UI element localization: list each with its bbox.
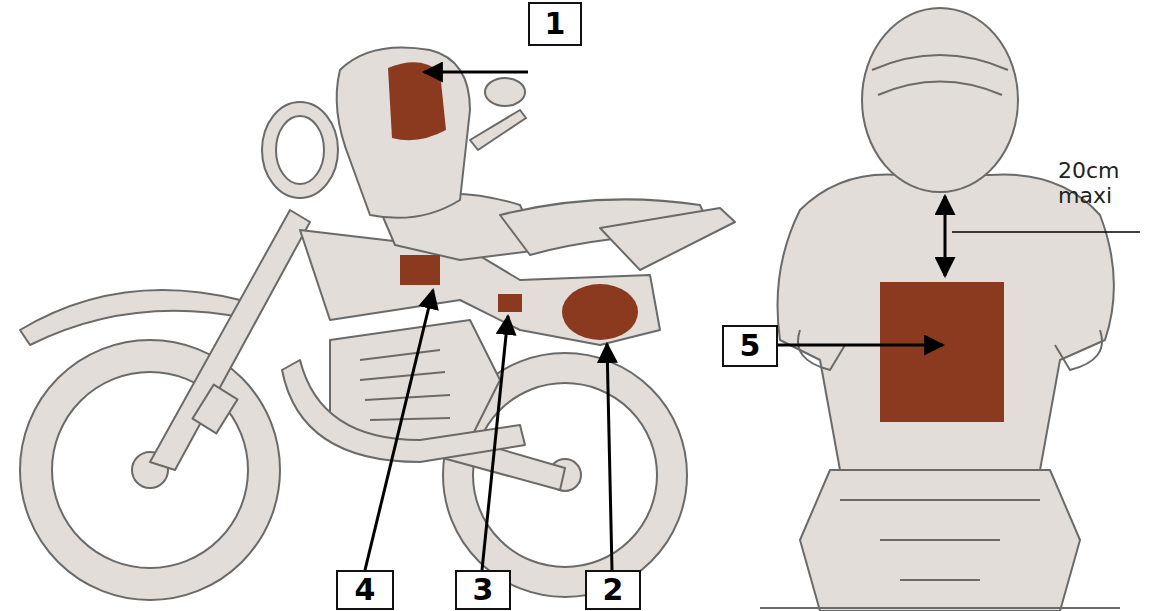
callout-box: 4	[336, 570, 394, 610]
headlight	[262, 102, 338, 198]
rider-body	[778, 174, 1114, 470]
leader-arrow	[607, 344, 612, 570]
front-fender	[20, 290, 245, 345]
front-rim	[52, 372, 248, 568]
callout-number: 4	[355, 575, 376, 605]
callout-box: 2	[585, 570, 641, 610]
dimension-label: 20cm maxi	[1058, 158, 1128, 209]
callout-box: 5	[722, 325, 778, 367]
bike-rear-detail	[840, 500, 1040, 580]
callout-box: 3	[455, 570, 511, 610]
patch-side-panel	[562, 284, 638, 340]
rear-rim	[473, 383, 657, 567]
callout-number: 1	[545, 9, 566, 39]
patch-frame	[400, 255, 440, 285]
callout-number: 2	[603, 575, 624, 605]
ground-line	[760, 607, 1120, 609]
callout-number: 3	[473, 575, 494, 605]
rear-fender	[600, 208, 735, 270]
patch-fairing	[388, 62, 446, 140]
callout-box: 1	[528, 2, 582, 46]
dimension-arrow	[944, 196, 947, 276]
callout-number: 5	[740, 331, 761, 361]
patch-back	[880, 282, 1004, 422]
leader-arrow	[778, 344, 943, 347]
leader-arrow	[482, 316, 508, 570]
bike-rear	[800, 470, 1080, 611]
leader-arrow	[365, 290, 433, 570]
handlebar	[470, 110, 526, 150]
fork	[150, 210, 310, 470]
fork-clamp	[193, 385, 238, 434]
front-tire	[20, 340, 280, 600]
helmet-stripes	[872, 55, 1008, 95]
mirror	[485, 78, 525, 106]
helmet	[862, 8, 1018, 192]
leader-arrow	[424, 71, 528, 74]
headlight-lens	[276, 116, 324, 184]
dimension-leader	[952, 231, 1140, 233]
patch-small	[498, 294, 522, 312]
